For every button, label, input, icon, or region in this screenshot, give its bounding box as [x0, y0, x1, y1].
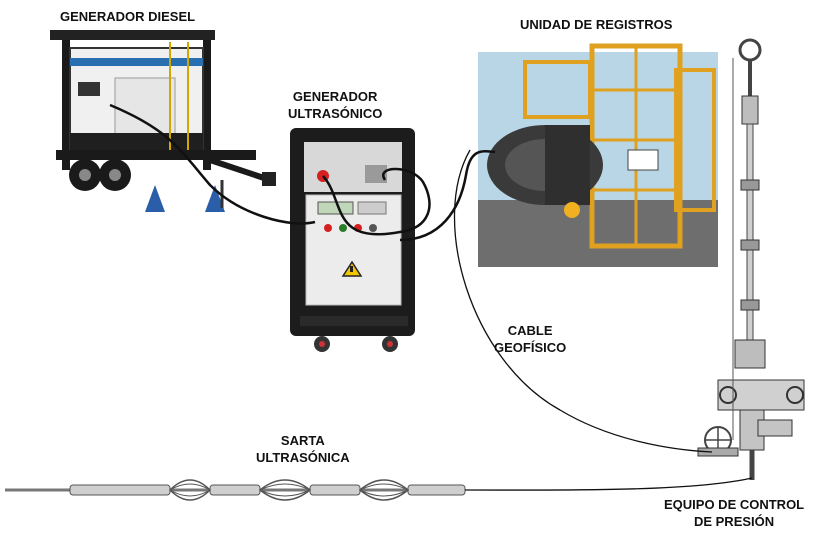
cables: [109, 103, 753, 491]
geophysical-cable-label-line-1: CABLE: [507, 323, 553, 338]
pressure-control-label-line-1: EQUIPO DE CONTROL: [664, 497, 805, 512]
diesel-generator-label: GENERADOR DIESEL: [60, 8, 195, 25]
wellhead-illustration: [697, 38, 805, 480]
ultrasonic-string-label-line-2: ULTRASÓNICA: [256, 450, 350, 465]
string-cable-line: [464, 477, 753, 491]
ultrasonic-generator-label: GENERADOR ULTRASÓNICO: [288, 88, 382, 122]
ultrasonic-string-illustration: [5, 479, 466, 501]
geophysical-cable-label-line-2: GEOFÍSICO: [494, 340, 567, 355]
pressure-control-label-line-2: DE PRESIÓN: [693, 514, 775, 529]
logging-unit-illustration: [478, 43, 718, 267]
geophysical-cable-label: CABLE GEOFÍSICO: [494, 322, 566, 356]
power-cable-cabinet-loop: [322, 167, 431, 236]
geophysical-cable-line: [453, 149, 713, 453]
cable-to-logging-unit: [399, 149, 496, 242]
ultrasonic-string-label-line-1: SARTA: [280, 433, 325, 448]
ultrasonic-generator-label-line-2: ULTRASÓNICO: [288, 106, 383, 121]
ultrasonic-generator-label-line-1: GENERADOR: [292, 89, 378, 104]
diesel-generator-illustration: [50, 30, 276, 212]
ultrasonic-string-label: SARTA ULTRASÓNICA: [256, 432, 350, 466]
ultrasonic-generator-illustration: [290, 128, 415, 352]
logging-unit-label-text: UNIDAD DE REGISTROS: [520, 17, 673, 32]
logging-unit-label: UNIDAD DE REGISTROS: [520, 16, 672, 33]
diesel-generator-label-text: GENERADOR DIESEL: [60, 9, 196, 24]
power-cable-generator: [109, 103, 316, 225]
pressure-control-label: EQUIPO DE CONTROL DE PRESIÓN: [664, 496, 804, 530]
